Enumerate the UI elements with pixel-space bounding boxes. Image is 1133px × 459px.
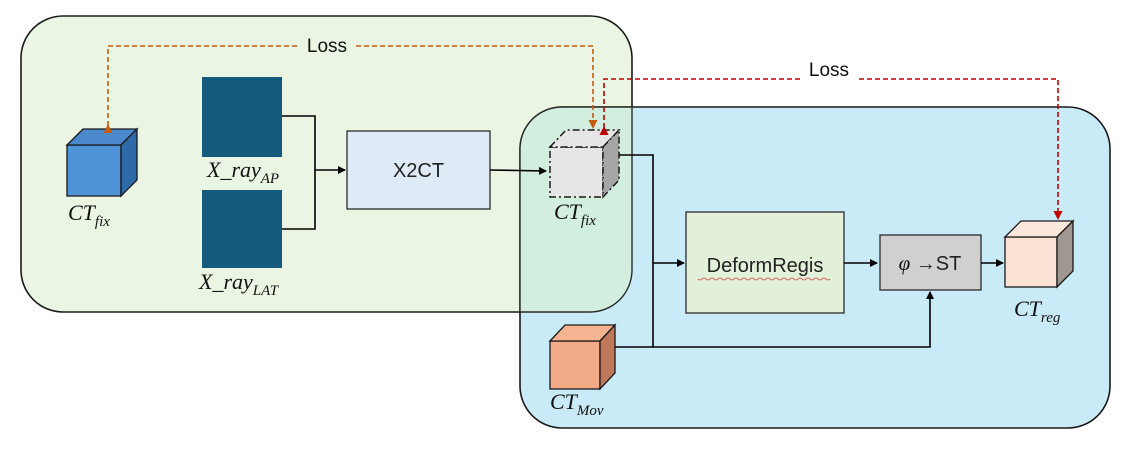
ct-reg-label: CTreg [1014, 296, 1061, 326]
ct-fix-label: CTfix [68, 200, 110, 230]
spatial-transform-label: φ →ST [899, 251, 962, 275]
x2ct-to-ctfix-arrow [489, 166, 547, 175]
xray-lat-connector [282, 170, 316, 230]
xray-lat-image [202, 190, 282, 268]
ct-fix-predicted-label: CTfix [554, 199, 596, 229]
loss-label-right: Loss [809, 60, 849, 81]
loss-label-right-backdrop [800, 68, 858, 89]
ct-mov-label: CTMov [550, 389, 604, 419]
loss-label-top: Loss [307, 36, 347, 57]
ct-fix-cube [65, 127, 139, 198]
deform-regis-label: DeformRegis [707, 255, 824, 277]
blue-panel-outline-overlap [519, 106, 632, 312]
xray-ap-image [202, 77, 282, 157]
green-panel-outline-overlap [520, 107, 633, 313]
spellcheck-underline [697, 277, 831, 281]
xray-ap-connector [282, 115, 316, 170]
loss-label-top-backdrop [300, 36, 356, 56]
ct-mov-cube [548, 323, 617, 391]
xray-lat-label: X_rayLAT [198, 269, 280, 299]
ctmov-to-st-arrow [653, 291, 934, 348]
ct-reg-cube [1003, 219, 1075, 289]
ct-fix-predicted-cube [548, 128, 621, 199]
xray-ap-label: X_rayAP [206, 157, 279, 187]
x2ct-label: X2CT [393, 160, 444, 182]
